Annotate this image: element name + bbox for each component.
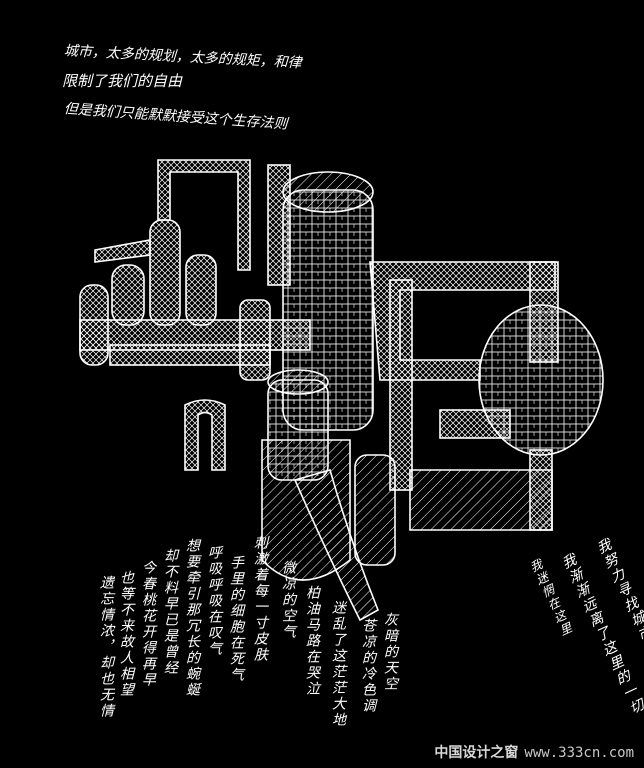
- poem-column-3: 今春桃花开得再早: [140, 560, 156, 688]
- poem-column-11: 迷乱了这茫茫大地: [330, 600, 346, 728]
- poem-column-10: 柏油马路在哭泣: [304, 585, 320, 697]
- poem-column-7: 手里的细胞在死气: [228, 555, 244, 683]
- poem-column-8: 刺激着每一寸皮肤: [252, 535, 268, 663]
- poem-column-12: 苍凉的冷色调: [360, 618, 376, 714]
- poem-column-4: 却不料早已是曾经: [162, 548, 178, 676]
- poem-column-1: 遗忘情浓，却也无情: [98, 575, 114, 719]
- poem-column-6: 呼吸呼吸在叹气: [206, 545, 222, 657]
- watermark-site-name: 中国设计之窗: [434, 745, 519, 761]
- poem-column-9: 微凉的空气: [280, 560, 296, 640]
- poem-column-5: 想要牵引那冗长的蜿蜒: [184, 538, 200, 698]
- watermark-url: www.333cn.com: [524, 745, 634, 761]
- poem-column-2: 也等不来故人相望: [118, 570, 134, 698]
- watermark: 中国设计之窗 www.333cn.com: [434, 742, 634, 762]
- poem-line-2: 限制了我们的自由: [62, 72, 183, 90]
- poem-column-13: 灰暗的天空: [382, 612, 398, 692]
